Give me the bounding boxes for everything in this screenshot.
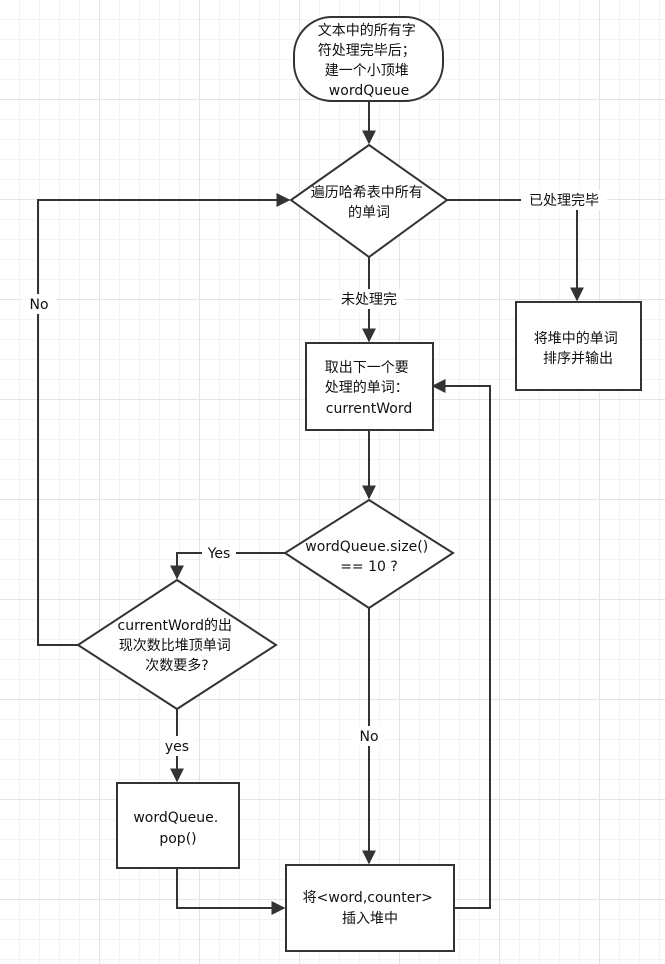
- pop-process-shape: [116, 782, 240, 869]
- start-line-2: 符处理完毕后；: [318, 43, 416, 59]
- edge-insert-to-take-next: [431, 379, 491, 909]
- iterate-line-1: 遍历哈希表中所有: [311, 185, 423, 201]
- node-iterate: 遍历哈希表中所有 的单词: [289, 143, 449, 259]
- insert-line-1: 将<word,counter>: [303, 890, 433, 906]
- size-check-decision-shape: [283, 498, 455, 610]
- edge-iterate-to-output: [447, 199, 584, 302]
- edge-compare-to-iterate: [37, 193, 291, 646]
- edge-size-check-to-compare: [170, 552, 285, 580]
- edge-pop-to-insert: [176, 868, 286, 915]
- take-next-line-1: 取出下一个要: [325, 360, 409, 376]
- svg-text:currentWord的出 现次数比堆顶单词: currentWord的出 现次数比堆顶单词 次数要多?: [118, 618, 237, 674]
- svg-text:遍历哈希表中所有 的单词: 遍历哈希表中所有 的单词: [311, 185, 427, 221]
- node-insert: 将<word,counter> 插入堆中: [285, 864, 455, 952]
- size-check-line-2: == 10 ?: [340, 559, 398, 575]
- start-line-3: 建一个小顶堆: [325, 63, 409, 79]
- node-pop: wordQueue. pop(): [116, 782, 240, 869]
- compare-line-1: currentWord的出: [118, 618, 233, 634]
- take-next-line-2: 处理的单词：: [325, 380, 409, 396]
- node-start: 文本中的所有字 符处理完毕后； 建一个小顶堆 wordQueue: [293, 16, 444, 102]
- take-next-line-3: currentWord: [326, 401, 413, 417]
- edge-label-yes-compare: yes: [165, 739, 189, 755]
- compare-decision-shape: [76, 578, 278, 711]
- edge-label-not-done: 未处理完: [341, 292, 397, 308]
- pop-line-1: wordQueue.: [133, 810, 218, 826]
- edge-label-no-size: No: [359, 729, 378, 745]
- svg-text:将堆中的单词 排序并输出: 将堆中的单词 排序并输出: [534, 331, 622, 367]
- edge-label-yes-size: Yes: [207, 546, 231, 562]
- start-terminal-shape: [293, 16, 444, 102]
- compare-line-3: 次数要多?: [145, 657, 208, 674]
- iterate-decision-shape: [289, 143, 449, 259]
- svg-text:wordQueue.size() == 10 ?: wordQueue.size() == 10 ?: [305, 539, 432, 575]
- node-compare: currentWord的出 现次数比堆顶单词 次数要多?: [76, 578, 278, 711]
- start-line-1: 文本中的所有字: [318, 23, 416, 39]
- size-check-line-1: wordQueue.size(): [305, 539, 428, 555]
- insert-process-shape: [285, 864, 455, 952]
- node-take-next: 取出下一个要 处理的单词： currentWord: [305, 342, 434, 431]
- output-line-1: 将堆中的单词: [534, 331, 618, 347]
- start-line-4: wordQueue: [329, 83, 409, 99]
- svg-text:文本中的所有字 符处理完毕后； 建一: 文本中的所有字 符处理完毕后； 建一个小顶堆 wordQueue: [318, 23, 420, 99]
- pop-line-2: pop(): [159, 831, 196, 847]
- iterate-line-2: 的单词: [348, 205, 390, 221]
- svg-text:wordQueue. pop(): wordQueue. pop(): [133, 810, 222, 847]
- svg-text:将<word,counter> 插入堆中: 将<word,counter> 插入堆中: [303, 890, 438, 927]
- svg-text:取出下一个要 处理的单词： curr: 取出下一个要 处理的单词： currentWord: [325, 360, 413, 417]
- edge-labels: 已处理完毕 未处理完 Yes No yes No: [22, 190, 607, 756]
- edge-label-done: 已处理完毕: [529, 193, 599, 209]
- output-line-2: 排序并输出: [543, 351, 613, 367]
- take-next-process-shape: [305, 342, 434, 431]
- node-output: 将堆中的单词 排序并输出: [515, 301, 642, 391]
- edge-label-no-compare: No: [29, 297, 48, 313]
- insert-line-2: 插入堆中: [342, 911, 398, 927]
- node-size-check: wordQueue.size() == 10 ?: [283, 498, 455, 610]
- compare-line-2: 现次数比堆顶单词: [119, 638, 231, 654]
- output-process-shape: [515, 301, 642, 391]
